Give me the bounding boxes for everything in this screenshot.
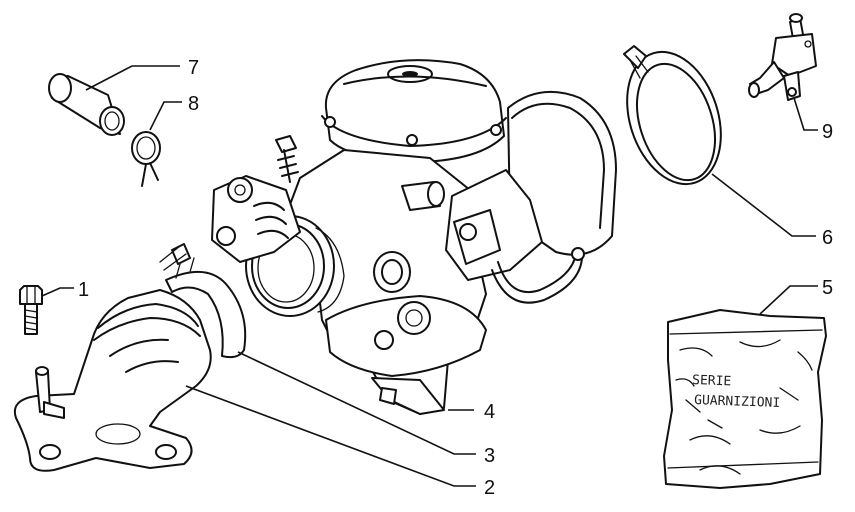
callout-3: 3 <box>484 445 495 467</box>
gasket-kit-label-line1: SERIE <box>692 373 732 389</box>
leader-line-7 <box>85 65 180 91</box>
part-elbow-fitting <box>748 13 817 101</box>
part-clamp-large <box>623 45 722 186</box>
part-intake-manifold <box>14 289 212 472</box>
leader-line-9 <box>793 97 818 131</box>
part-gasket-kit: SERIE GUARNIZIONI <box>663 309 827 489</box>
gasket-kit-label-line2: GUARNIZIONI <box>694 393 781 411</box>
leader-line-6 <box>711 173 816 237</box>
callout-2: 2 <box>484 477 495 499</box>
callout-4: 4 <box>484 401 495 423</box>
callout-8: 8 <box>188 93 199 115</box>
leader-lines <box>41 65 818 487</box>
part-carburetor <box>211 59 617 415</box>
callout-numbers: 7 8 1 2 3 4 5 6 9 <box>78 57 833 499</box>
leader-line-2 <box>185 385 476 487</box>
leader-line-5 <box>759 285 818 315</box>
callout-1: 1 <box>78 279 89 301</box>
leader-line-8 <box>149 101 182 131</box>
callout-7: 7 <box>188 57 199 79</box>
part-clamp-small <box>159 243 247 359</box>
part-spring-clip <box>131 131 161 187</box>
leader-line-1 <box>41 287 74 297</box>
part-bolt <box>19 285 43 335</box>
callout-9: 9 <box>822 121 833 143</box>
part-sleeve <box>48 73 125 136</box>
callout-6: 6 <box>822 227 833 249</box>
leader-line-3 <box>237 351 476 455</box>
callout-5: 5 <box>822 277 833 299</box>
